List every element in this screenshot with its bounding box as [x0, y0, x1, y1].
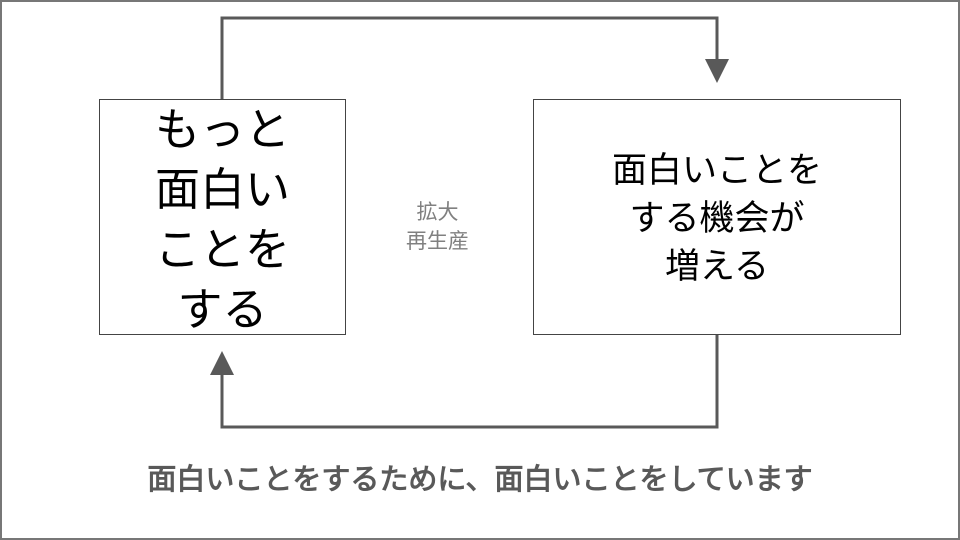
cycle-label-line: 再生産: [406, 229, 469, 253]
box-left-line: 面白い: [154, 163, 290, 216]
box-right-text: 面白いことを する機会が 増える: [612, 147, 822, 291]
box-right-line: する機会が: [629, 199, 805, 239]
box-left-line: する: [177, 283, 268, 336]
caption: 面白いことをするために、面白いことをしています: [147, 462, 813, 496]
box-left-line: もっと: [154, 103, 290, 156]
arrow-top-left-to-right: [220, 16, 729, 99]
box-right-line: 面白いことを: [611, 151, 822, 191]
box-left-line: ことを: [154, 223, 290, 276]
box-right-line: 増える: [665, 247, 769, 287]
cycle-label: 拡大 再生産: [380, 198, 495, 256]
box-do-more-fun-things: もっと 面白い ことを する: [99, 99, 346, 336]
cycle-label-line: 拡大: [416, 200, 459, 224]
box-left-text: もっと 面白い ことを する: [155, 100, 290, 340]
box-more-opportunities: 面白いことを する機会が 増える: [533, 99, 901, 335]
arrow-bottom-right-to-left: [210, 335, 719, 429]
